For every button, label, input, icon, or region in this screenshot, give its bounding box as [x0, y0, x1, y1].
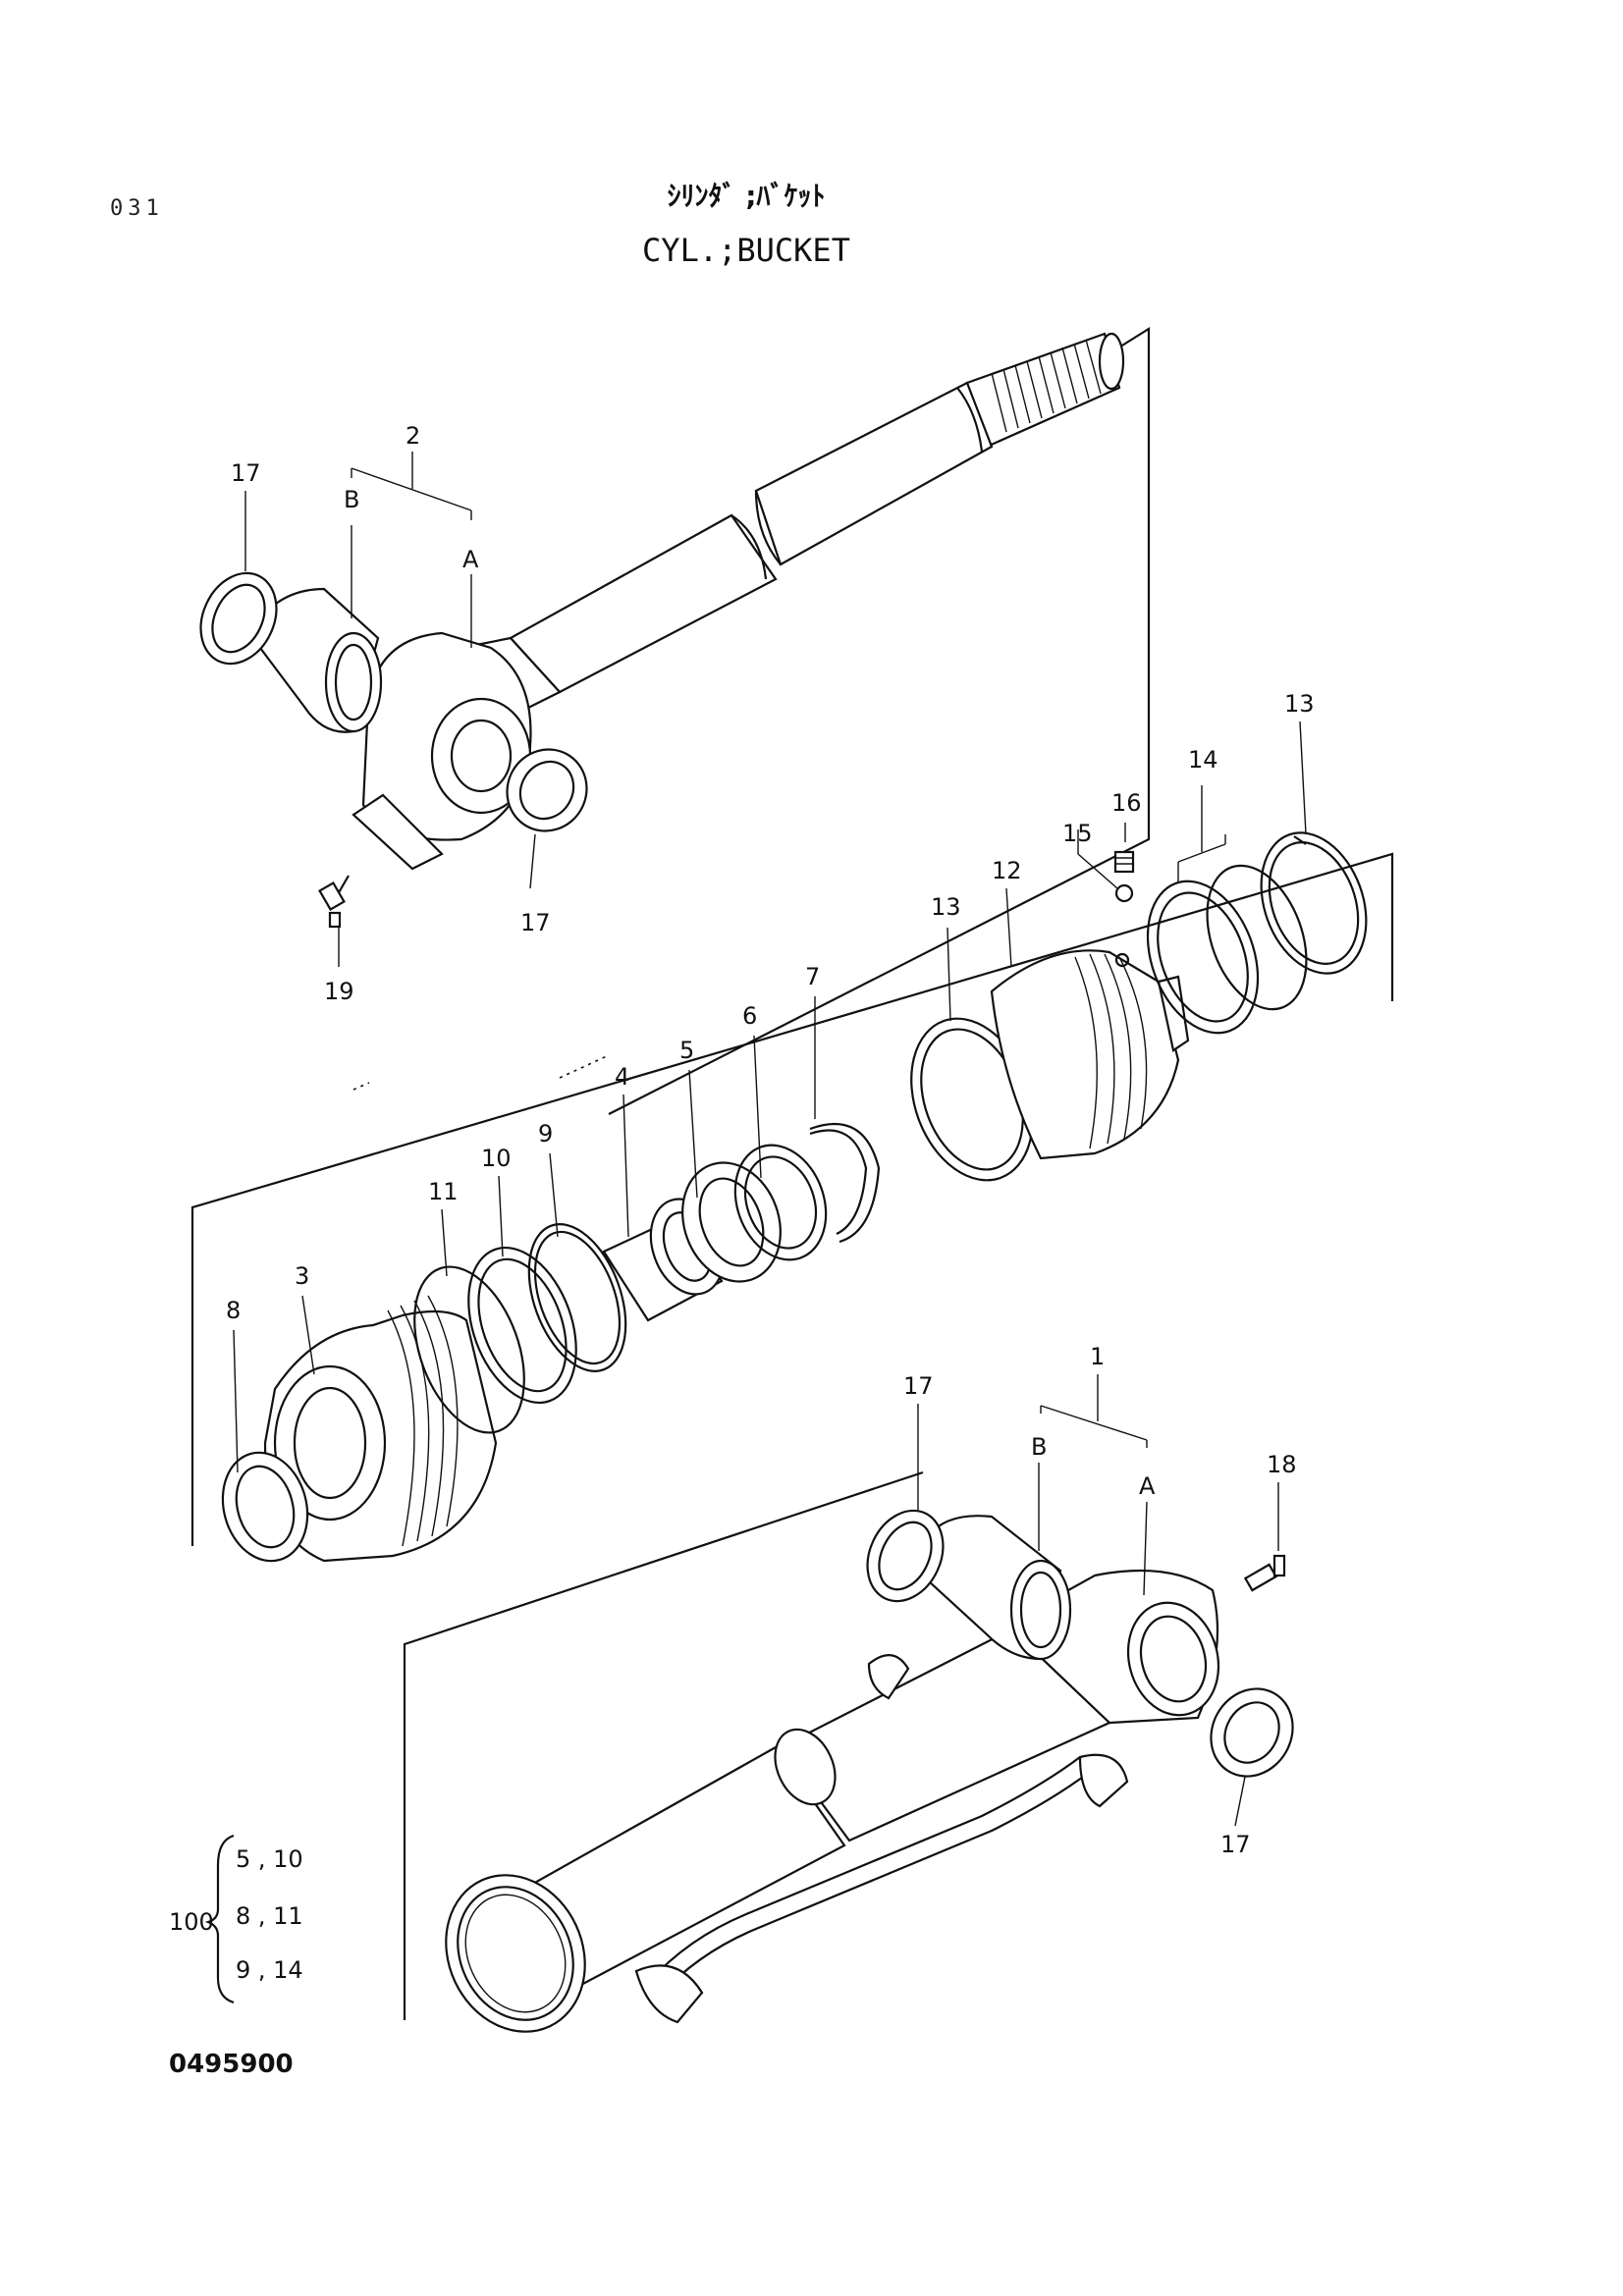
page-number: 031	[110, 196, 164, 221]
dust-seal-17-upper-left	[199, 571, 278, 666]
grease-fitting-18	[1243, 1554, 1286, 1592]
piston-rod-frame	[608, 327, 1151, 1115]
leader-lines	[233, 452, 1307, 1827]
wear-ring-13-right	[1260, 831, 1368, 975]
dust-seal-17-tube-right	[1210, 1687, 1294, 1778]
callout-19: 19	[324, 978, 354, 1005]
callout-8: 8	[226, 1297, 241, 1324]
piston-rod	[459, 332, 1125, 714]
piston-head-frame	[190, 852, 1394, 1546]
callout-1: 1	[1090, 1343, 1105, 1370]
title-japanese: ｼﾘﾝﾀﾞ ;ﾊﾞｹｯﾄ	[667, 180, 826, 212]
piston-12	[990, 949, 1190, 1160]
callout-5: 5	[679, 1037, 694, 1064]
callout-labels: 2 B A 17 17 19 13 14 16 15 12 13 7 6 5 4…	[226, 422, 1315, 1858]
ring-10	[467, 1246, 577, 1405]
rod-bushing-b	[258, 587, 383, 733]
snap-ring-7	[809, 1122, 881, 1244]
callout-7: 7	[805, 963, 820, 990]
ring-6	[733, 1144, 828, 1261]
seal-kit-row-3: 9 , 14	[236, 1956, 303, 1984]
tube-bushing-b	[926, 1515, 1072, 1661]
seal-kit-legend: 100 5 , 10 8 , 11 9 , 14	[169, 1834, 303, 2004]
callout-1b: B	[1031, 1433, 1047, 1461]
callout-6: 6	[742, 1002, 757, 1030]
callout-1a: A	[1139, 1472, 1156, 1500]
callout-13-right: 13	[1284, 690, 1315, 718]
dust-seal-17-upper-right	[506, 748, 588, 832]
set-screw-16	[1113, 850, 1135, 874]
seal-kit-row-1: 5 , 10	[236, 1845, 303, 1873]
drawing-id: 0495900	[169, 2050, 294, 2079]
callout-9: 9	[538, 1120, 553, 1148]
callout-2: 2	[406, 422, 420, 450]
callout-2a: A	[462, 546, 479, 573]
callout-13-left: 13	[931, 893, 961, 921]
seal-ring-14	[1146, 864, 1308, 1035]
title-english: CYL.;BUCKET	[642, 232, 850, 269]
ring-11	[413, 1265, 525, 1434]
dust-seal-17-tube-left	[866, 1509, 945, 1603]
callout-18: 18	[1267, 1451, 1297, 1478]
callout-17-rod-left: 17	[231, 459, 261, 487]
callout-4: 4	[615, 1063, 629, 1091]
callout-3: 3	[295, 1262, 309, 1290]
callout-2b: B	[344, 486, 359, 513]
callout-14: 14	[1188, 746, 1218, 774]
grease-fitting-19	[318, 875, 350, 929]
callout-12: 12	[992, 857, 1022, 884]
callout-17-tube-left: 17	[903, 1372, 934, 1400]
callout-16: 16	[1111, 789, 1142, 817]
seal-kit-row-2: 8 , 11	[236, 1902, 303, 1930]
rod-eye	[352, 631, 532, 871]
ring-9	[527, 1223, 627, 1372]
callout-17-tube-right: 17	[1220, 1831, 1251, 1858]
center-lines	[352, 1054, 610, 1091]
callout-10: 10	[481, 1145, 512, 1172]
callout-15: 15	[1062, 820, 1093, 847]
ring-5	[681, 1161, 782, 1283]
cylinder-tube-frame	[403, 1470, 924, 2020]
dust-seal-8	[221, 1451, 309, 1563]
callout-11: 11	[428, 1178, 459, 1205]
callout-17-rod-right: 17	[520, 909, 551, 936]
ball-15	[1114, 883, 1134, 903]
cylinder-tube	[445, 1569, 1220, 2033]
